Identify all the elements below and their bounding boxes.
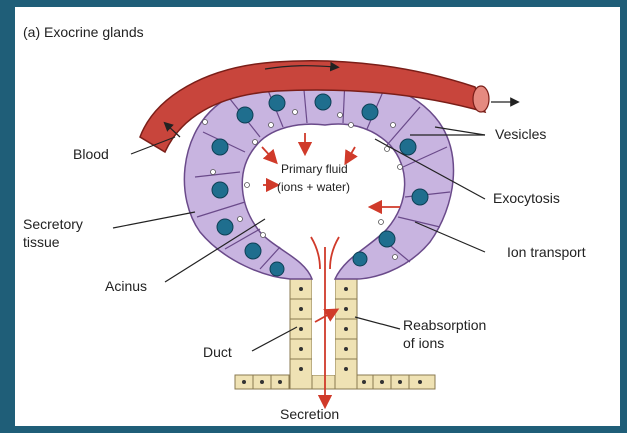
duct-vertical	[290, 279, 357, 389]
label-acinus: Acinus	[105, 278, 147, 294]
label-secretion: Secretion	[280, 406, 339, 422]
exocrine-gland-diagram: (a) Exocrine glands	[15, 7, 620, 426]
frame-top-border	[0, 0, 627, 7]
label-ion-transport: Ion transport	[507, 244, 586, 260]
label-exocytosis: Exocytosis	[493, 190, 560, 206]
diagram-canvas: (a) Exocrine glands	[15, 7, 620, 426]
figure-title: (a) Exocrine glands	[23, 24, 144, 40]
frame-bottom-border	[0, 426, 627, 433]
label-reabsorption-1: Reabsorption	[403, 317, 486, 333]
label-primary-fluid-1: Primary fluid	[281, 162, 348, 176]
label-duct: Duct	[203, 344, 232, 360]
frame-left-border	[0, 0, 15, 433]
acinus-cells	[184, 79, 453, 279]
label-primary-fluid-2: (ions + water)	[277, 180, 350, 194]
label-reabsorption-2: of ions	[403, 335, 444, 351]
frame-right-border	[620, 0, 627, 433]
label-vesicles: Vesicles	[495, 126, 546, 142]
label-secretory-2: tissue	[23, 234, 60, 250]
label-blood: Blood	[73, 146, 109, 162]
label-secretory-1: Secretory	[23, 216, 83, 232]
